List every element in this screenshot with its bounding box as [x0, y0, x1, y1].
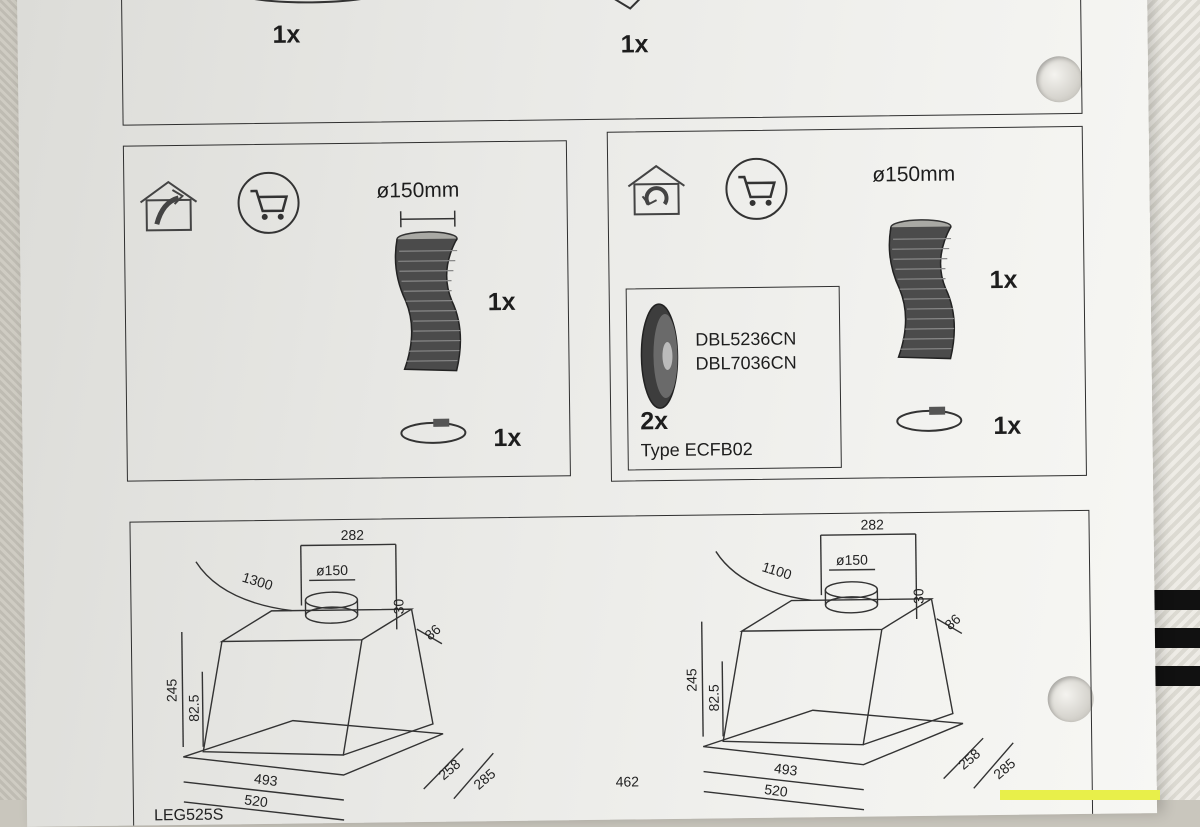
house-recirculation-icon	[624, 160, 695, 221]
dim-520: 520	[763, 781, 788, 800]
top-right-qty: 1x	[620, 30, 648, 59]
duct-diameter-label: ø150mm	[872, 162, 955, 187]
dim-cable-length: 1100	[760, 558, 794, 582]
clamp-qty: 1x	[493, 424, 521, 453]
hose-clamp-icon	[895, 404, 975, 435]
dim-285: 285	[990, 755, 1018, 783]
dim-245: 245	[163, 678, 179, 702]
dim-462: 462	[616, 773, 640, 789]
duct-diameter-label: ø150mm	[376, 179, 459, 204]
house-ducted-icon	[136, 176, 207, 237]
top-panel: 1x 1x	[121, 0, 1083, 126]
dim-493: 493	[773, 760, 798, 779]
dim-258: 258	[435, 756, 463, 784]
hose-clamp-icon	[399, 416, 479, 447]
dim-30: 30	[910, 588, 926, 604]
dim-258: 258	[955, 745, 983, 773]
dim-285: 285	[470, 765, 498, 793]
highlight-marker	[1000, 790, 1160, 800]
filter-type: Type ECFB02	[640, 438, 752, 461]
dim-282: 282	[860, 516, 884, 532]
carbon-filter-box: DBL5236CN DBL7036CN 2x Type ECFB02	[626, 286, 842, 471]
shopping-cart-icon	[724, 157, 789, 222]
dim-cable-length: 1300	[240, 569, 275, 594]
flexible-duct-icon	[889, 218, 981, 369]
dim-245: 245	[683, 668, 699, 692]
filter-qty: 2x	[640, 407, 668, 436]
dimension-drawings-panel: 282 1300 ø150 30 86 245 82.5 493 520 258…	[129, 510, 1093, 827]
clamp-qty: 1x	[993, 412, 1021, 441]
dim-493: 493	[253, 770, 278, 789]
dim-82-5: 82.5	[186, 694, 202, 722]
hood-dimension-drawing-left: 282 1300 ø150 30 86 245 82.5 493 520 258…	[140, 517, 564, 822]
dim-86: 86	[421, 621, 443, 643]
dim-outlet-diameter: ø150	[316, 562, 348, 578]
dim-82-5: 82.5	[705, 684, 721, 712]
instruction-sheet: 1x 1x ø150mm	[17, 0, 1157, 827]
dim-30: 30	[390, 598, 406, 614]
duct-qty: 1x	[989, 266, 1017, 295]
duct-qty: 1x	[488, 288, 516, 317]
shopping-cart-icon	[236, 170, 301, 235]
recirculation-accessories-panel: ø150mm DBL5236CN DBL7036CN 2x Type ECFB0…	[607, 126, 1087, 482]
dim-282: 282	[341, 527, 365, 543]
hood-dimension-drawing-right: 282 1100 ø150 30 86 245 82.5 493 520 258…	[660, 507, 1084, 812]
black-tab-2	[1150, 628, 1200, 648]
dim-outlet-diameter: ø150	[836, 552, 868, 568]
angled-part-icon	[572, 0, 693, 21]
filter-model-1: DBL5236CN	[695, 327, 796, 350]
dim-520: 520	[244, 791, 269, 810]
black-tab-3	[1150, 666, 1200, 686]
ducted-accessories-panel: ø150mm 1x 1x	[123, 140, 571, 481]
duct-width-dimension	[397, 208, 477, 229]
filter-model-2: DBL7036CN	[695, 351, 796, 374]
model-label: LEG525S	[154, 806, 224, 824]
bottom-center-dimension: 462	[614, 772, 654, 792]
round-part-icon	[212, 0, 412, 16]
flexible-duct-icon	[395, 230, 487, 381]
dim-86: 86	[941, 610, 963, 632]
black-tab-1	[1150, 590, 1200, 610]
carbon-filter-icon	[635, 301, 686, 412]
top-left-qty: 1x	[272, 20, 300, 49]
